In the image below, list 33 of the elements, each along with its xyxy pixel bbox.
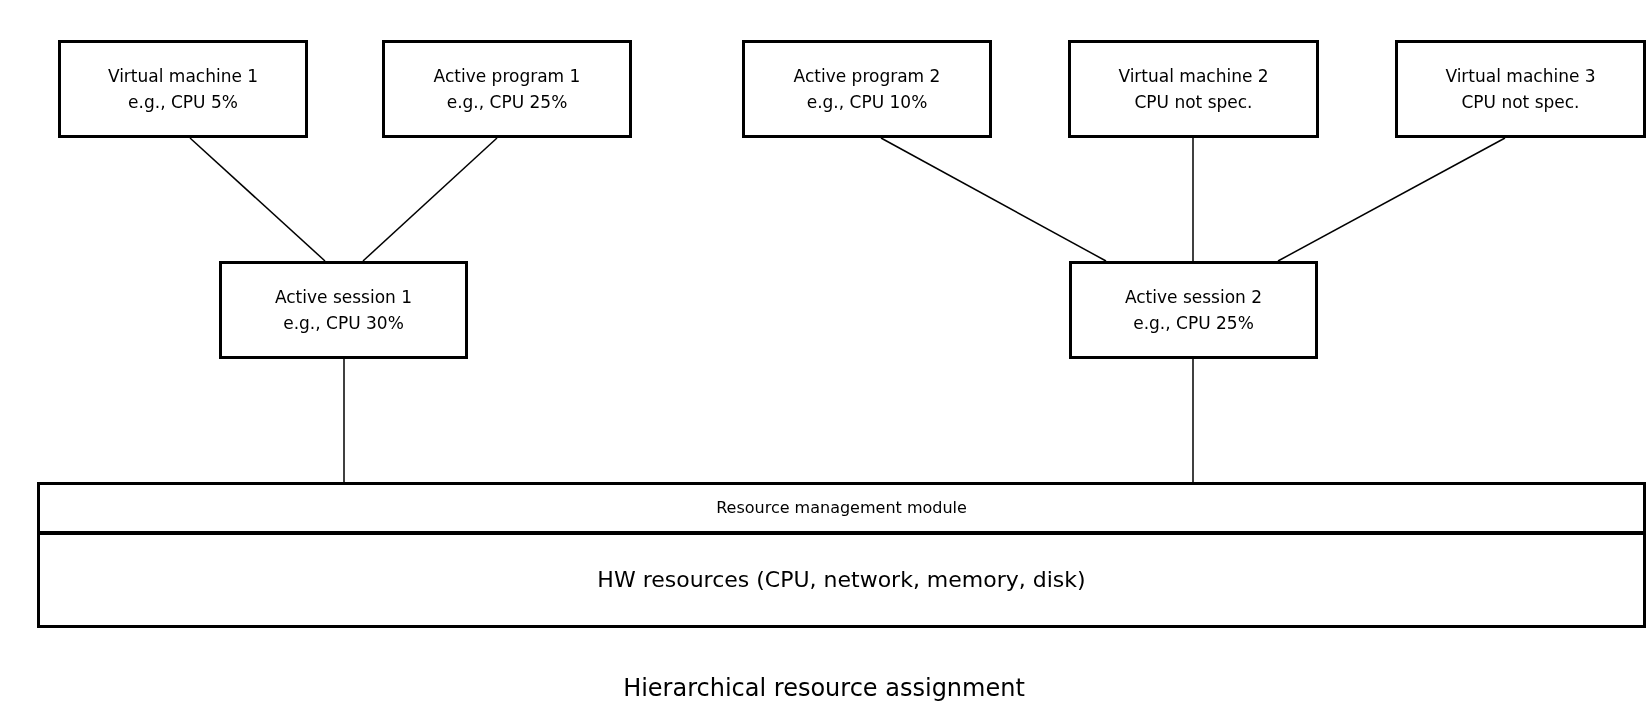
connector-line [189, 137, 326, 262]
process-box [382, 40, 632, 138]
connector-line [880, 137, 1107, 262]
connector-line [343, 358, 345, 483]
process-box [58, 40, 308, 138]
box-text: HW resources (CPU, network, memory, disk) [597, 566, 1086, 594]
connector-line [1192, 358, 1194, 483]
resource-bar [37, 532, 1646, 628]
caption: Hierarchical resource assignment [622, 674, 1026, 702]
process-box [1069, 261, 1318, 359]
box-text: Active program 2 [793, 65, 941, 86]
connector-line [1192, 137, 1194, 262]
connector-line [362, 137, 498, 262]
box-text: Resource management module [716, 498, 967, 518]
box-text: Virtual machine 1 [107, 65, 259, 86]
box-text: Virtual machine 3 [1445, 65, 1596, 86]
box-text: Active session 2 [1124, 286, 1263, 307]
process-box [1395, 40, 1646, 138]
box-text: Virtual machine 2 [1118, 65, 1269, 86]
box-text: Active session 1 [274, 286, 413, 307]
box-text: e.g., CPU 25% [1133, 313, 1254, 334]
connector-line [1277, 137, 1506, 262]
box-text: Active program 1 [433, 65, 581, 86]
process-box [1068, 40, 1319, 138]
box-text: CPU not spec. [1134, 92, 1253, 113]
box-text: CPU not spec. [1461, 92, 1580, 113]
box-text: e.g., CPU 5% [128, 92, 238, 113]
module-bar [37, 482, 1646, 534]
process-box [219, 261, 468, 359]
box-text: e.g., CPU 10% [806, 92, 928, 113]
box-text: e.g., CPU 25% [446, 92, 568, 113]
box-text: e.g., CPU 30% [283, 313, 404, 334]
process-box [742, 40, 992, 138]
